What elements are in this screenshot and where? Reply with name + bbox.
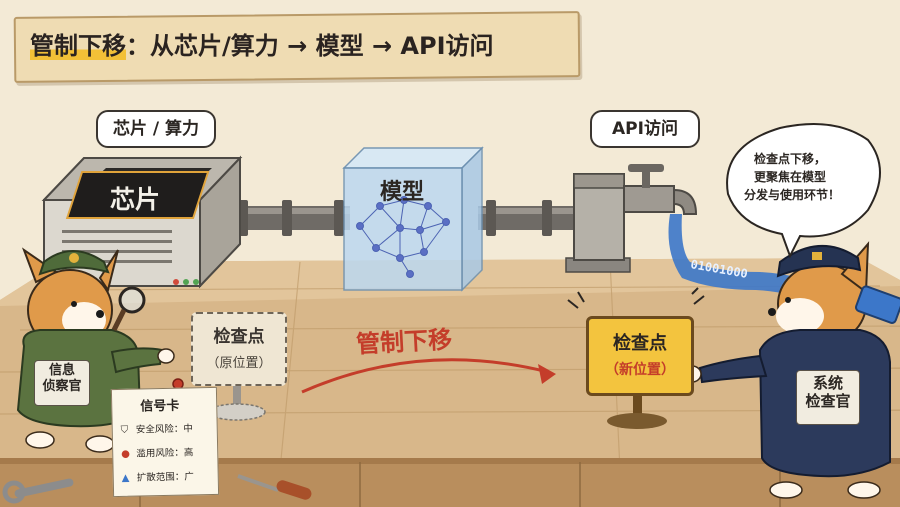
signal-card-title: 信号卡 — [140, 398, 180, 415]
left-badge-line-1: 信息 — [48, 363, 75, 378]
checkpoint-new-subtitle: （新位置） — [605, 362, 675, 378]
person-icon: ▲ — [121, 472, 130, 484]
title-highlight: 管制下移 — [30, 32, 126, 60]
speech-line-3: 分发与使用环节！ — [744, 188, 841, 202]
api-access-bubble: API访问 — [590, 110, 700, 148]
signal-card-row-text: 扩散范围：广 — [136, 471, 194, 484]
speech-line-1: 检查点下移， — [754, 152, 827, 166]
highlight-marks — [567, 287, 705, 309]
shield-icon: ⛉ — [120, 424, 129, 436]
title-suffix: ：从芯片/算力 → 模型 → API访问 — [126, 32, 494, 60]
signal-card: 信号卡 ⛉ 安全风险：中 ● 滥用风险：高 ▲ 扩散范围：广 — [110, 386, 220, 498]
signal-card-row-text: 滥用风险：高 — [136, 447, 194, 460]
right-badge-line-2: 检查官 — [805, 392, 851, 410]
signal-card-row: ⛉ 安全风险：中 — [121, 420, 193, 436]
neural-network-icon — [356, 196, 450, 278]
screwdriver-icon — [237, 474, 312, 500]
chip-compute-bubble: 芯片 / 算力 — [96, 110, 216, 148]
right-inspector-badge: 系统 检查官 — [796, 370, 860, 425]
pipe-model-to-api — [478, 200, 578, 236]
checkpoint-old-subtitle: （原位置） — [206, 356, 272, 371]
new-checkpoint-stand — [607, 390, 667, 429]
speech-line-2: 更聚焦在模型 — [754, 170, 827, 184]
magnifier-icon — [111, 286, 146, 332]
checkpoint-old-title: 检查点 — [213, 327, 265, 347]
page-title: 管制下移：从芯片/算力 → 模型 → API访问 — [30, 26, 494, 61]
wrench-icon — [2, 478, 74, 504]
chip-server-box — [41, 155, 243, 289]
checkpoint-old-sign: 检查点 （原位置） — [191, 312, 287, 386]
warning-icon: ● — [121, 448, 131, 460]
model-glass-cube — [342, 146, 484, 292]
model-label: 模型 — [380, 180, 425, 205]
chip-label: 芯片 — [110, 185, 161, 214]
arrow-label: 管制下移 — [355, 325, 453, 359]
left-inspector-badge: 信息 侦察官 — [34, 360, 90, 406]
checkpoint-new-title: 检查点 — [613, 333, 667, 354]
signal-card-row: ▲ 扩散范围：广 — [122, 468, 194, 484]
signal-card-row-text: 安全风险：中 — [135, 423, 193, 436]
right-badge-line-1: 系统 — [812, 374, 843, 392]
signal-card-row: ● 滥用风险：高 — [121, 444, 193, 460]
left-badge-line-2: 侦察官 — [42, 378, 82, 394]
api-faucet — [565, 164, 698, 273]
move-down-arrow — [301, 358, 556, 394]
checkpoint-new-sign: 检查点 （新位置） — [586, 316, 694, 396]
